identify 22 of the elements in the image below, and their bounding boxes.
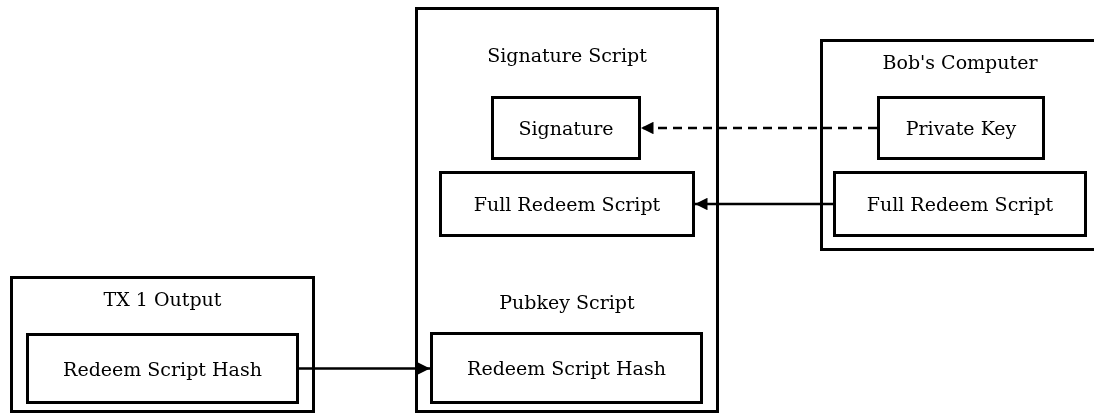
arrow bbox=[695, 197, 833, 211]
box-label: Full Redeem Script bbox=[865, 192, 1055, 216]
group-heading: TX 1 Output bbox=[102, 287, 223, 311]
process-box bbox=[877, 96, 1045, 160]
group-heading: Bob's Computer bbox=[881, 50, 1039, 74]
process-box bbox=[491, 96, 641, 160]
box-label: Signature bbox=[517, 116, 615, 140]
box-label: Redeem Script Hash bbox=[466, 356, 667, 380]
group-box bbox=[10, 276, 315, 413]
process-box bbox=[833, 171, 1087, 237]
box-label: Private Key bbox=[904, 116, 1018, 140]
box-label: Redeem Script Hash bbox=[62, 356, 263, 381]
process-box bbox=[439, 171, 695, 237]
group-box bbox=[820, 39, 1094, 251]
arrow bbox=[641, 121, 877, 135]
box-label: Full Redeem Script bbox=[472, 192, 662, 216]
arrow bbox=[299, 362, 430, 375]
process-box bbox=[430, 332, 703, 404]
process-box bbox=[26, 333, 299, 404]
group-box bbox=[415, 7, 719, 413]
group-heading: Pubkey Script bbox=[498, 290, 636, 314]
group-heading: Signature Script bbox=[486, 43, 648, 67]
